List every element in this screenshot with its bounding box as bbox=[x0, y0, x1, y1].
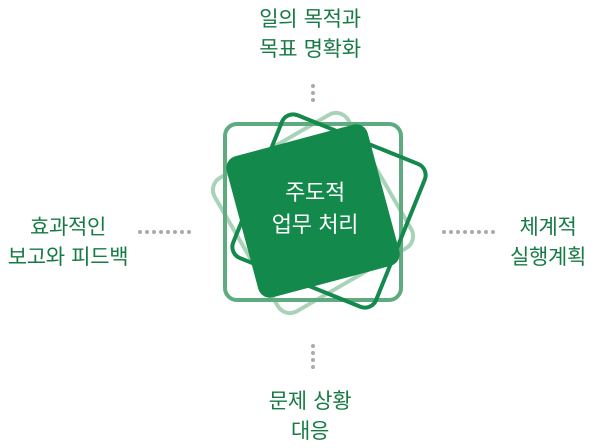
bottom-label-line2: 대응 bbox=[290, 419, 330, 443]
top-label-line1: 일의 목적과 bbox=[259, 7, 361, 31]
bottom-label: 문제 상황 대응 bbox=[200, 386, 420, 446]
center-label-line2: 업무 처리 bbox=[271, 213, 359, 238]
bottom-label-line1: 문제 상황 bbox=[268, 389, 352, 413]
mid-outline-square bbox=[223, 122, 403, 302]
top-label: 일의 목적과 목표 명확화 bbox=[200, 4, 420, 64]
top-label-line2: 목표 명확화 bbox=[259, 37, 361, 61]
right-label-line2: 실행계획 bbox=[509, 245, 587, 269]
right-label-line1: 체계적 bbox=[519, 215, 577, 239]
left-label-line1: 효과적인 bbox=[29, 215, 107, 239]
left-label-line2: 보고와 피드백 bbox=[7, 245, 129, 269]
left-label: 효과적인 보고와 피드백 bbox=[0, 212, 136, 272]
center-label-line1: 주도적 bbox=[285, 181, 345, 206]
center-label: 주도적 업무 처리 bbox=[230, 178, 400, 242]
right-label: 체계적 실행계획 bbox=[498, 212, 598, 272]
center-filled-square bbox=[226, 124, 400, 298]
